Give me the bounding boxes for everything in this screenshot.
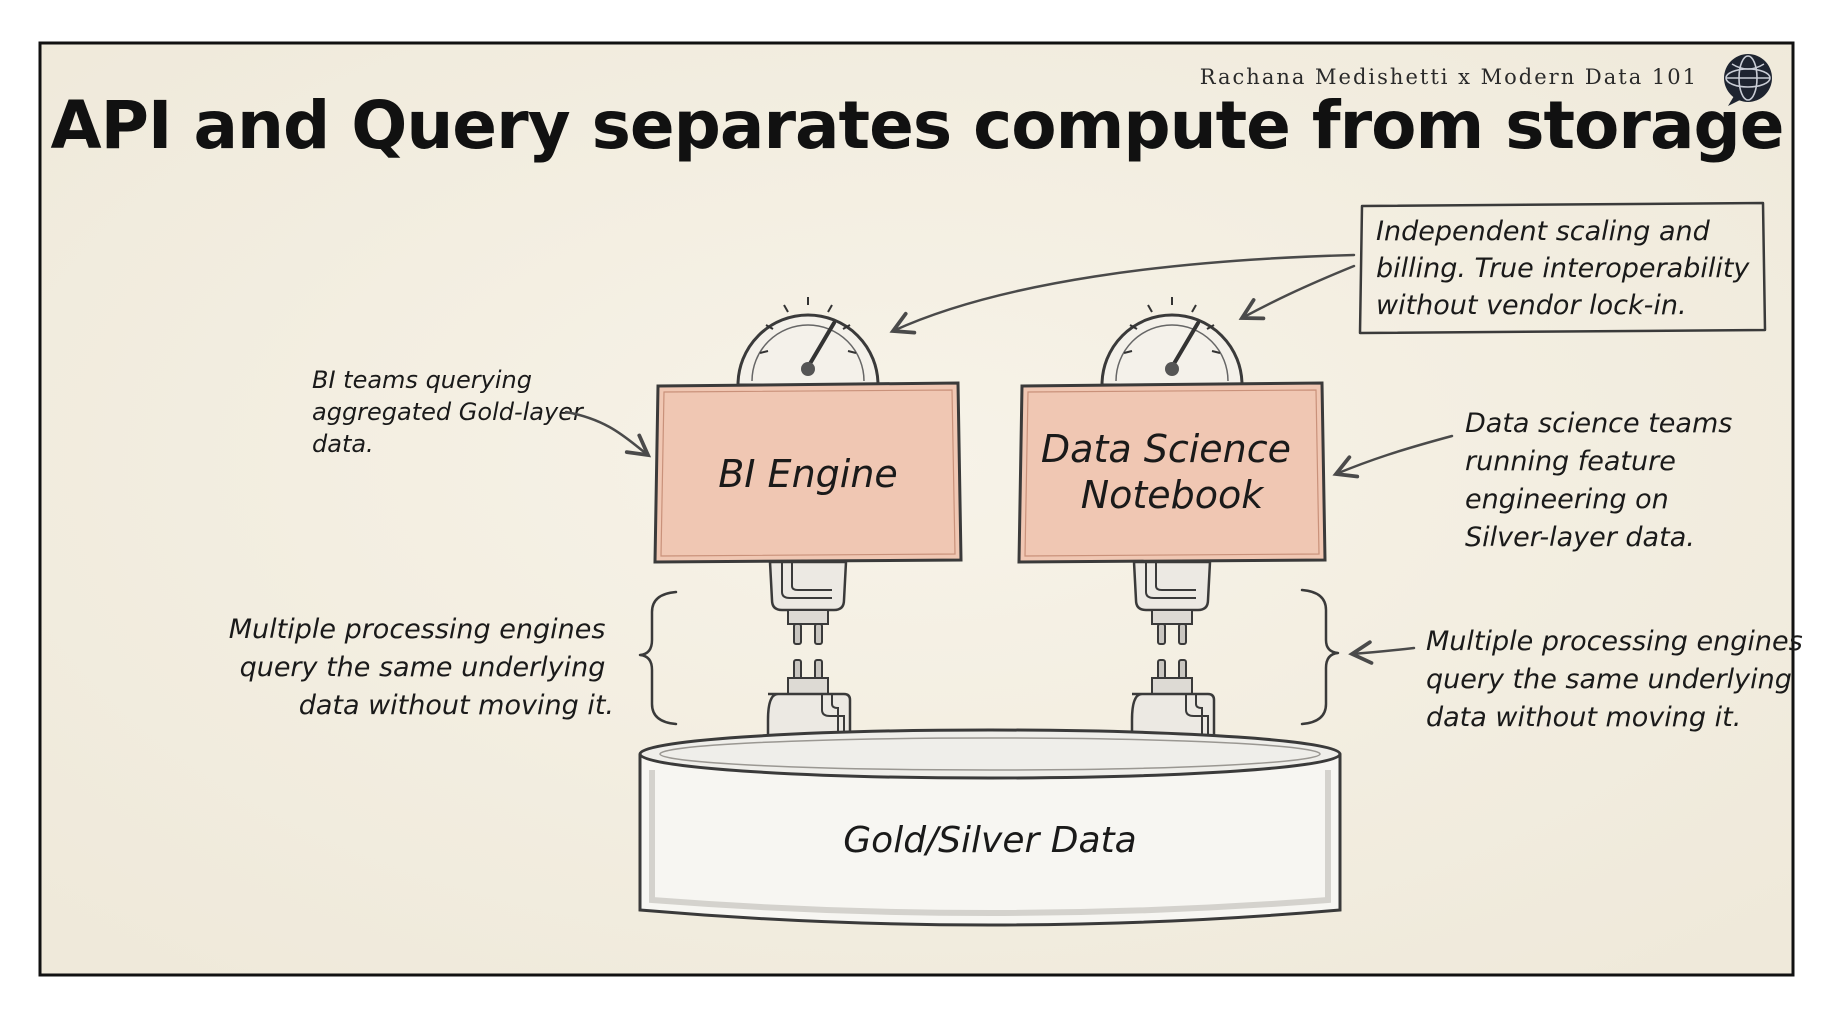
gauge-icon bbox=[1100, 297, 1244, 387]
gauge-icon bbox=[736, 297, 880, 387]
plug-icon bbox=[768, 560, 848, 645]
socket-icon bbox=[766, 659, 852, 742]
data-science-notebook-box: Data Science Notebook bbox=[1017, 381, 1327, 564]
data-science-notebook-label: Data Science Notebook bbox=[1041, 427, 1303, 517]
page-title: API and Query separates compute from sto… bbox=[50, 87, 1783, 164]
plug-icon bbox=[1132, 560, 1212, 645]
arrow-ds-note-to-box bbox=[1332, 434, 1454, 479]
arrow-bi-note-to-box bbox=[564, 410, 652, 458]
note-engines-right: Multiple processing engines query the sa… bbox=[1426, 626, 1811, 733]
note-engines-left: Multiple processing engines query the sa… bbox=[229, 614, 614, 721]
bi-engine-box: BI Engine bbox=[653, 381, 963, 564]
note-scaling: Independent scaling and billing. True in… bbox=[1358, 201, 1767, 335]
bi-engine-label: BI Engine bbox=[718, 452, 898, 496]
note-bi-teams: BI teams querying aggregated Gold-layer … bbox=[312, 366, 590, 458]
left-brace bbox=[638, 590, 678, 726]
note-scaling-text: Independent scaling and billing. True in… bbox=[1376, 216, 1758, 321]
arrow-scaling-to-ds-gauge bbox=[1238, 264, 1356, 321]
gold-silver-data-label: Gold/Silver Data bbox=[843, 820, 1136, 861]
right-brace bbox=[1300, 588, 1340, 726]
gold-silver-data-storage: Gold/Silver Data bbox=[638, 728, 1342, 927]
arrow-scaling-to-bi-gauge bbox=[889, 253, 1356, 335]
note-ds-teams: Data science teams running feature engin… bbox=[1465, 408, 1741, 553]
credit-text: Rachana Medishetti x Modern Data 101 bbox=[1200, 65, 1698, 89]
globe-chat-icon bbox=[1724, 54, 1772, 106]
arrow-right-note-to-brace bbox=[1348, 640, 1416, 665]
